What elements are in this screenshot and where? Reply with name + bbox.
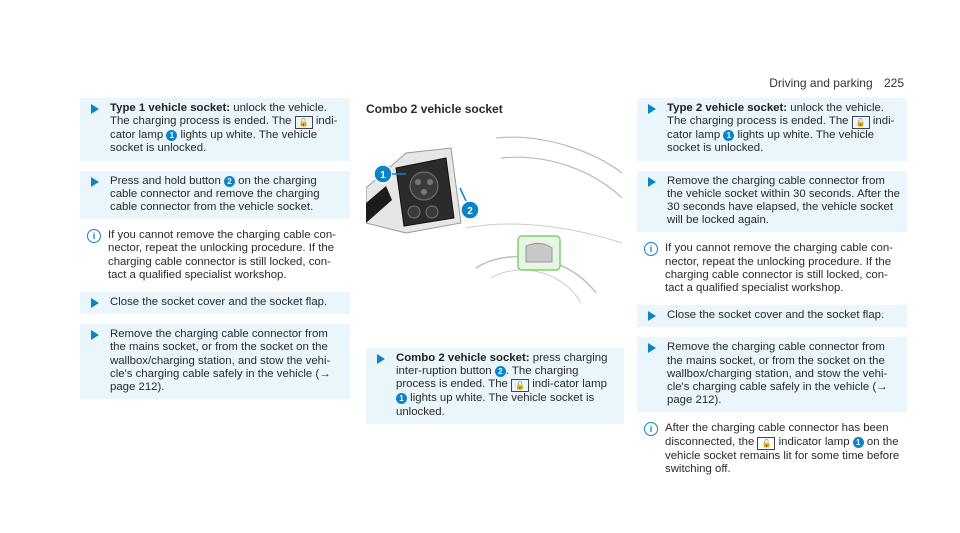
step-arrow-icon: [91, 176, 99, 187]
unlock-symbol-icon: 🔓: [851, 116, 870, 130]
info-icon: i: [644, 422, 658, 437]
step-remove-mains: Remove the charging cable connector from…: [637, 337, 907, 413]
section-heading: Combo 2 vehicle socket: [366, 102, 503, 116]
callout-1: 1: [852, 436, 864, 448]
column-type1: Type 1 vehicle socket: unlock the vehicl…: [80, 98, 350, 409]
callout-2: 2: [224, 175, 235, 187]
step-type1-unlock: Type 1 vehicle socket: unlock the vehicl…: [80, 98, 350, 161]
figure-callout-2: 2: [467, 206, 473, 217]
figure-callout-1: 1: [380, 170, 386, 181]
step-arrow-icon: [91, 104, 99, 114]
socket-illustration: 1 2: [365, 128, 623, 333]
column-combo2: Combo 2 vehicle socket 1 2 Combo 2 vehic…: [365, 98, 624, 434]
step-arrow-icon: [648, 311, 656, 322]
unlock-symbol-icon: 🔓: [294, 116, 313, 130]
step-arrow-icon: [648, 104, 656, 114]
page-header: Driving and parking 225: [769, 76, 904, 90]
step-close-cover: Close the socket cover and the socket fl…: [80, 292, 350, 315]
page-number: 225: [883, 76, 904, 90]
step-close-cover: Close the socket cover and the socket fl…: [637, 305, 907, 328]
step-arrow-icon: [91, 298, 99, 309]
info-note: i If you cannot remove the charging cabl…: [637, 242, 907, 295]
callout-1: 1: [396, 393, 407, 405]
callout-1: 1: [166, 130, 178, 142]
info-note-indicator: i After the charging cable connector has…: [637, 422, 907, 476]
step-arrow-icon: [648, 176, 656, 187]
column-type2: Type 2 vehicle socket: unlock the vehicl…: [637, 98, 907, 486]
info-icon: i: [87, 229, 101, 244]
step-arrow-icon: [91, 330, 99, 341]
unlock-symbol-icon: 🔓: [511, 379, 530, 393]
callout-2: 2: [494, 366, 506, 378]
callout-1: 1: [723, 130, 735, 142]
step-arrow-icon: [377, 354, 385, 364]
step-type2-unlock: Type 2 vehicle socket: unlock the vehicl…: [637, 98, 907, 161]
step-remove-30s: Remove the charging cable connector from…: [637, 170, 907, 233]
info-note: i If you cannot remove the charging cabl…: [80, 229, 350, 282]
info-icon: i: [644, 242, 658, 257]
step-combo2-press: Combo 2 vehicle socket: press charging i…: [366, 348, 624, 424]
unlock-symbol-icon: 🔓: [757, 436, 776, 450]
step-arrow-icon: [648, 343, 656, 354]
step-press-button: Press and hold button 2 on the charging …: [80, 170, 350, 220]
section-title: Driving and parking: [769, 76, 873, 90]
step-remove-mains: Remove the charging cable connector from…: [80, 324, 350, 400]
